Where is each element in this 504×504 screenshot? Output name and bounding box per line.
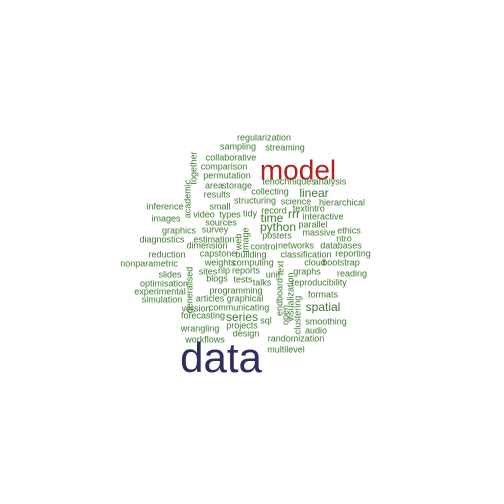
word-rrr: rrr	[288, 207, 300, 221]
word-diagnostics: diagnostics	[139, 234, 185, 244]
word-classification: classification	[280, 249, 331, 259]
word-model: model	[260, 154, 336, 185]
word-building: building	[235, 249, 266, 259]
word-projects: projects	[226, 320, 258, 330]
word-posters: posters	[262, 230, 292, 240]
word-capstone: capstone	[200, 248, 237, 258]
word-reporting: reporting	[335, 248, 371, 258]
word-tenochniques: tenochniques	[262, 176, 316, 186]
word-massive: massive	[302, 227, 335, 237]
word-survey: survey	[202, 224, 229, 234]
word-record: record	[261, 205, 287, 215]
word-hierarchical: hierarchical	[319, 197, 365, 207]
word-weights: weights	[204, 257, 236, 267]
word-series: series	[226, 310, 258, 324]
word-comparison: comparison	[201, 161, 248, 171]
word-wrangling: wrangling	[180, 323, 220, 333]
word-text: text	[275, 260, 285, 275]
word-reading: reading	[337, 268, 367, 278]
word-multilevel: multilevel	[267, 344, 305, 354]
word-talks: talks	[253, 277, 272, 287]
word-version: version	[181, 303, 210, 313]
word-web: web	[233, 234, 243, 252]
word-small: small	[209, 201, 230, 211]
word-images: images	[151, 213, 181, 223]
word-streaming: streaming	[265, 142, 305, 152]
word-area: area	[205, 180, 223, 190]
word-workflows: workflows	[184, 334, 225, 344]
word-nonparametric: nonparametric	[120, 258, 178, 268]
word-spatial: spatial	[306, 300, 341, 314]
word-databases: databases	[320, 240, 362, 250]
word-python: python	[260, 220, 296, 234]
word-linear: linear	[299, 186, 328, 200]
word-unit: unit	[266, 269, 281, 279]
word-analysis: analysis	[314, 176, 347, 186]
word-clustering: clustering	[292, 296, 302, 335]
word-inference: inference	[146, 201, 183, 211]
word-ntro: ntro	[336, 233, 352, 243]
word-graphs: graphs	[293, 266, 321, 276]
word-tests: tests	[233, 274, 253, 284]
word-reproducibility: reproducibility	[291, 277, 347, 287]
word-data: data	[180, 334, 262, 381]
word-slides: slides	[158, 269, 182, 279]
word-time: time	[261, 211, 284, 225]
word-visualization: visualization	[285, 272, 295, 321]
word-collecting: collecting	[251, 186, 289, 196]
word-audio: audio	[305, 325, 327, 335]
word-randomization: randomization	[268, 333, 325, 343]
word-open: open	[280, 305, 290, 325]
word-simulation: simulation	[142, 294, 183, 304]
word-optimisation: optimisation	[140, 278, 188, 288]
word-together: together	[188, 151, 198, 184]
word-endboard: endboard	[274, 278, 284, 316]
word-control: control	[250, 241, 277, 251]
word-tidy: tidy	[243, 208, 258, 218]
word-generalised: generalised	[184, 267, 194, 314]
word-reports: reports	[232, 265, 261, 275]
word-tmage: tmage	[240, 227, 250, 252]
word-articles: articles	[196, 293, 225, 303]
word-dimension: dimension	[186, 240, 227, 250]
word-sites: sites	[199, 266, 218, 276]
word-storage: storage	[222, 180, 252, 190]
word-text: text	[293, 203, 308, 213]
word-programming: programming	[209, 285, 262, 295]
word-parallel: parallel	[298, 219, 327, 229]
word-video: video	[193, 209, 215, 219]
word-formats: formats	[308, 289, 339, 299]
word-sources: sources	[205, 217, 237, 227]
word-science: science	[281, 196, 312, 206]
word-permutation: permutation	[203, 170, 251, 180]
word-blogs: blogs	[206, 273, 228, 283]
word-interactive: interactive	[302, 211, 343, 221]
word-design: design	[233, 328, 260, 338]
word-networks: networks	[278, 240, 315, 250]
word-cloud: cloud	[304, 257, 326, 267]
word-academic: academic	[182, 179, 192, 218]
word-computing: computing	[232, 257, 274, 267]
word-estimation: estimation	[193, 234, 234, 244]
word-graphics: graphics	[162, 225, 197, 235]
word-communicating: communicating	[209, 302, 270, 312]
word-nlp: nlp	[218, 265, 230, 275]
word-collaborative: collaborative	[206, 152, 257, 162]
word-structuring: structuring	[234, 195, 276, 205]
word-bootstrap: bootstrap	[322, 257, 360, 267]
word-results: results	[204, 189, 231, 199]
word-sql: sql	[260, 315, 272, 325]
word-sampling: sampling	[220, 141, 256, 151]
word-forecasting: forecasting	[181, 310, 225, 320]
word-intro: intro	[307, 203, 325, 213]
word-graphical: graphical	[227, 293, 264, 303]
word-ethics: ethics	[337, 225, 361, 235]
word-experimental: experimental	[134, 286, 186, 296]
word-types: types	[219, 209, 241, 219]
word-reduction: reduction	[148, 249, 185, 259]
word-smoothing: smoothing	[305, 316, 347, 326]
word-regularization: regularization	[237, 132, 291, 142]
